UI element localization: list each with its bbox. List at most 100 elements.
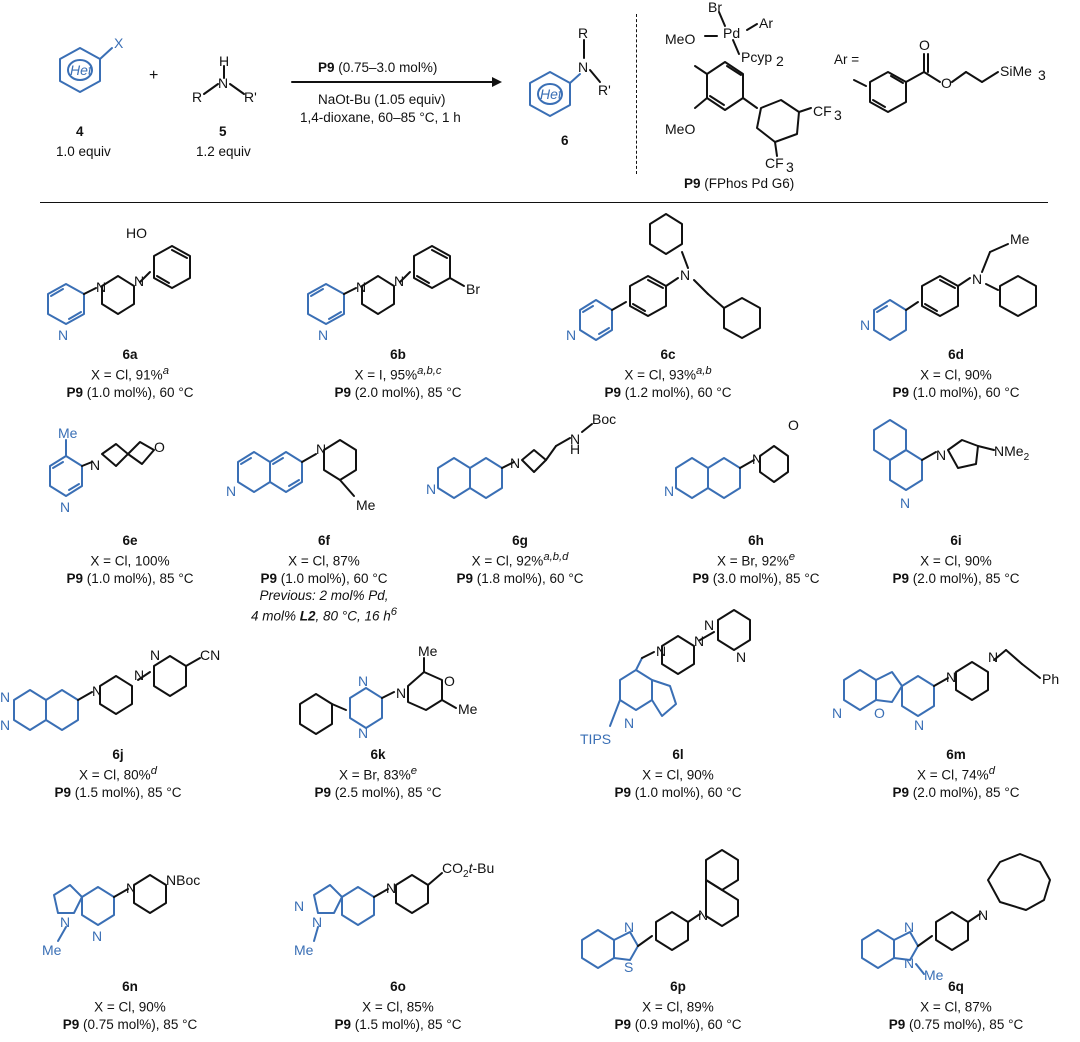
reactant-5-equiv: 1.2 equiv: [196, 144, 251, 159]
quinoxaline-n2: N: [0, 717, 10, 733]
structure-6e: Me N N O: [49, 425, 165, 515]
structure-6g: N N N H Boc: [426, 411, 616, 499]
entry-6i: 6i X = Cl, 90% P9 (2.0 mol%), 85 °C: [892, 533, 1020, 586]
pyrimidine-n2: N: [358, 725, 368, 741]
product-6-number: 6: [561, 133, 569, 148]
structure-6j: N N N N N CN: [0, 647, 220, 733]
br-atom: Br: [708, 0, 722, 15]
reactant-4-equiv: 1.0 equiv: [56, 144, 111, 159]
conditions-base: NaOt-Bu (1.05 equiv): [318, 92, 446, 107]
carbamate-n: N: [570, 431, 580, 447]
quinoline-n: N: [226, 483, 236, 499]
piperazine-n1: N: [946, 669, 956, 685]
reactant-4-structure: Het X: [59, 35, 124, 93]
methoxy-top: MeO: [665, 31, 695, 47]
r-group: R: [578, 25, 588, 41]
ar-definition-label: Ar =: [834, 52, 860, 67]
ethyl-me: Me: [356, 497, 376, 513]
pyridine-n1: N: [832, 705, 842, 721]
amine-n: N: [972, 271, 982, 287]
structure-6n: N N Me N NBoc: [42, 872, 200, 958]
n-methyl: Me: [924, 967, 944, 983]
dimethylamino-group: NMe2: [994, 443, 1030, 463]
cf3-bottom-subscript: 3: [786, 159, 794, 175]
pyrimidine-n1: N: [358, 673, 368, 689]
entry-6m: 6m X = Cl, 74%d P9 (2.0 mol%), 85 °C: [892, 747, 1020, 800]
pyridine-n: N: [566, 327, 576, 343]
entry-6j: 6j X = Cl, 80%d P9 (1.5 mol%), 85 °C: [54, 747, 182, 800]
entry-6e: 6e X = Cl, 100% P9 (1.0 mol%), 85 °C: [66, 533, 194, 586]
catalyst-caption: P9 (FPhos Pd G6): [684, 176, 795, 191]
methyl-group: Me: [58, 425, 78, 441]
entry-6d: 6d X = Cl, 90% P9 (1.0 mol%), 60 °C: [892, 347, 1020, 400]
piperazine-n2: N: [134, 273, 144, 289]
amine-n: N: [680, 267, 690, 283]
piperazine-n2: N: [694, 633, 704, 649]
piperazine-n1: N: [96, 279, 106, 295]
piperidine-n: N: [316, 441, 326, 457]
conditions-catalyst: P9 (0.75–3.0 mol%): [318, 60, 438, 75]
imidazole-n1: N: [904, 919, 914, 935]
structure-6h: N N O: [664, 417, 799, 499]
n-methyl: Me: [294, 942, 314, 958]
x-substituent: X: [114, 35, 124, 51]
indole-n: N: [624, 715, 634, 731]
structure-6m: N O N N N Ph: [832, 649, 1059, 733]
pyridine-n: N: [860, 317, 870, 333]
pd-atom: Pd: [723, 25, 740, 41]
structure-6a: N N N HO: [47, 225, 191, 343]
imidazole-n2: N: [904, 955, 914, 971]
entry-6q: 6q X = Cl, 87% P9 (0.75 mol%), 85 °C: [888, 979, 1024, 1032]
entry-6h: 6h X = Br, 92%e P9 (3.0 mol%), 85 °C: [692, 533, 820, 586]
n-methyl: Me: [42, 942, 62, 958]
trimethylsilyl-label: SiMe: [1000, 63, 1032, 79]
isoquinoline-n: N: [664, 483, 674, 499]
azetidine-n: N: [510, 455, 520, 471]
pyrimidine-n2: N: [736, 649, 746, 665]
indazole-n1: N: [294, 898, 304, 914]
n-atom: N: [578, 59, 588, 75]
plus-sign: +: [149, 67, 159, 84]
r-prime-group: R': [598, 82, 611, 98]
scheme-separator: [40, 202, 1048, 203]
structure-6d: N N Me: [860, 231, 1037, 341]
ar-ligand: Ar: [759, 15, 773, 31]
entry-6c: 6c X = Cl, 93%a,b P9 (1.2 mol%), 60 °C: [604, 347, 732, 400]
conditions-solvent: 1,4-dioxane, 60–85 °C, 1 h: [300, 110, 461, 125]
pyrrole-n: N: [60, 914, 70, 930]
entry-6p: 6p X = Cl, 89% P9 (0.9 mol%), 60 °C: [614, 979, 742, 1032]
methoxy-bottom: MeO: [665, 121, 695, 137]
catalyst-p9-structure: Br Pd Ar MeO Pcyp 2 MeO CF 3 CF 3: [665, 0, 842, 175]
piperazine-n1: N: [356, 279, 366, 295]
thiazole-n: N: [624, 919, 634, 935]
oxetane-o: O: [154, 439, 165, 455]
structure-6o: N N Me N CO2t-Bu: [294, 860, 494, 958]
methyl-bottom: Me: [458, 701, 478, 717]
carbamate-h: H: [570, 441, 580, 457]
tetrahydroquinoline-n: N: [698, 907, 708, 923]
entry-6o: 6o X = Cl, 85% P9 (1.5 mol%), 85 °C: [334, 979, 462, 1032]
reactant-5-structure: R N H R': [192, 53, 257, 105]
thiazole-s: S: [624, 959, 633, 975]
h-atom: H: [219, 53, 229, 69]
r-group: R: [192, 89, 202, 105]
morpholine-n: N: [752, 451, 762, 467]
piperazine-n2: N: [988, 649, 998, 665]
pyridine-n2: N: [914, 717, 924, 733]
reactant-4-number: 4: [76, 124, 84, 139]
entry-6a: 6a X = Cl, 91%a P9 (1.0 mol%), 60 °C: [66, 347, 194, 400]
structure-6q: N N Me N: [861, 853, 1051, 983]
entry-6l: 6l X = Cl, 90% P9 (1.0 mol%), 60 °C: [614, 747, 742, 800]
hydroxyl-group: HO: [126, 225, 147, 241]
r-prime-group: R': [244, 89, 257, 105]
trimethylsilyl-subscript: 3: [1038, 67, 1046, 83]
entry-6k: 6k X = Br, 83%e P9 (2.5 mol%), 85 °C: [314, 747, 442, 800]
piperazine-n1: N: [656, 643, 666, 659]
carbonyl-oxygen: O: [919, 37, 930, 53]
bromo-group: Br: [466, 281, 480, 297]
piperidine-n: N: [386, 880, 396, 896]
structure-6c: N N: [566, 213, 761, 343]
azepane-n: N: [978, 907, 988, 923]
piperazine-n2: N: [134, 667, 144, 683]
structure-6i: N N NMe2: [873, 419, 1030, 511]
